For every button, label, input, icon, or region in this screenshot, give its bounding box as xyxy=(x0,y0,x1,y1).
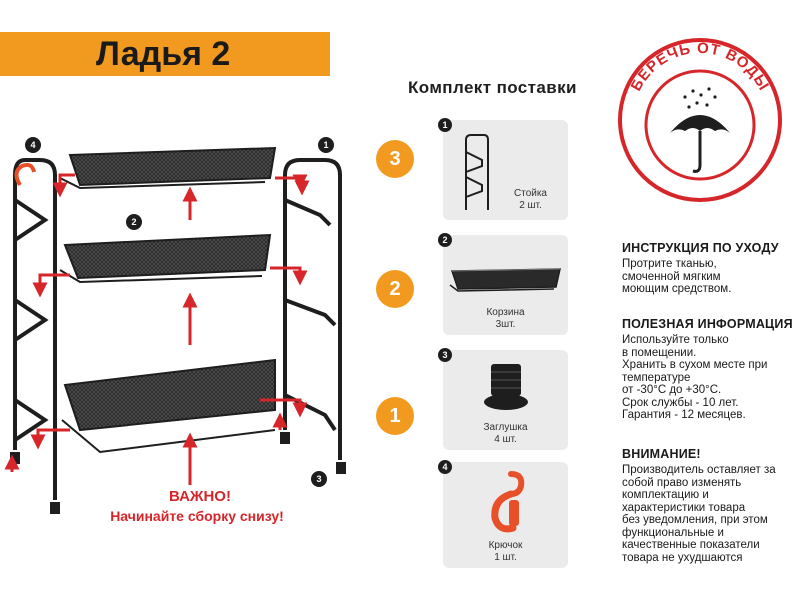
step-3-circle: 3 xyxy=(376,140,414,178)
step-1-circle: 1 xyxy=(376,397,414,435)
card-name: Крючок xyxy=(488,540,523,551)
card-qty: 1 шт. xyxy=(494,552,517,563)
card-badge: 2 xyxy=(438,233,452,247)
cap-icon xyxy=(484,364,528,410)
diagram-badge-stand: 1 xyxy=(318,137,334,153)
basket-bottom xyxy=(61,358,276,454)
stand-icon xyxy=(465,134,489,210)
hook xyxy=(14,162,36,187)
care-heading: ИНСТРУКЦИЯ ПО УХОДУ xyxy=(622,241,779,255)
right-stand xyxy=(283,158,342,460)
cap-right-front xyxy=(280,432,290,444)
attention-heading: ВНИМАНИЕ! xyxy=(622,447,701,461)
left-stand xyxy=(13,158,57,500)
care-text: Протрите тканью, смоченной мягким моющим… xyxy=(622,258,732,295)
info-heading: ПОЛЕЗНАЯ ИНФОРМАЦИЯ xyxy=(622,317,793,331)
warning-text: Начинайте сборку снизу! xyxy=(110,508,284,524)
kit-heading: Комплект поставки xyxy=(408,78,577,97)
card-qty: 4 шт. xyxy=(494,434,517,445)
card-badge: 4 xyxy=(438,460,452,474)
basket-top xyxy=(59,146,277,190)
keep-dry-stamp: БЕРЕЧЬ ОТ ВОДЫ xyxy=(618,38,782,202)
title-banner xyxy=(0,32,330,76)
card-badge: 3 xyxy=(438,348,452,362)
product-title: Ладья 2 xyxy=(96,35,231,73)
component-card-hook: 4 Крючок 1 шт. xyxy=(438,460,568,568)
umbrella-icon xyxy=(670,87,730,173)
card-name: Заглушка xyxy=(483,422,528,433)
attention-text: Производитель оставляет за собой право и… xyxy=(622,464,776,564)
diagram-badge-hook: 4 xyxy=(25,137,41,153)
basket-middle xyxy=(59,233,272,284)
assembly-arrows xyxy=(4,173,310,485)
assembly-diagram xyxy=(4,146,346,514)
info-text: Используйте только в помещении. Хранить … xyxy=(622,334,768,421)
hook-icon xyxy=(491,471,525,533)
component-card-cap: 3 Заглушка 4 шт. xyxy=(438,348,568,450)
component-card-basket: 2 Корзина 3шт. xyxy=(438,233,568,335)
warning-title: ВАЖНО! xyxy=(169,488,231,505)
component-card-stand: 1 Стойка 2 шт. xyxy=(438,118,568,220)
card-name: Корзина xyxy=(486,307,525,318)
cap-left-front xyxy=(50,502,60,514)
stamp-text: БЕРЕЧЬ ОТ ВОДЫ xyxy=(628,40,772,94)
card-qty: 2 шт. xyxy=(519,200,542,211)
card-name: Стойка xyxy=(514,188,547,199)
card-badge: 1 xyxy=(438,118,452,132)
card-qty: 3шт. xyxy=(495,319,516,330)
step-2-circle: 2 xyxy=(376,270,414,308)
basket-icon xyxy=(449,268,561,292)
diagram-badge-basket: 2 xyxy=(126,214,142,230)
diagram-badge-cap: 3 xyxy=(311,471,327,487)
svg-text:БЕРЕЧЬ ОТ ВОДЫ: БЕРЕЧЬ ОТ ВОДЫ xyxy=(628,40,773,94)
cap-right-back xyxy=(336,462,346,474)
